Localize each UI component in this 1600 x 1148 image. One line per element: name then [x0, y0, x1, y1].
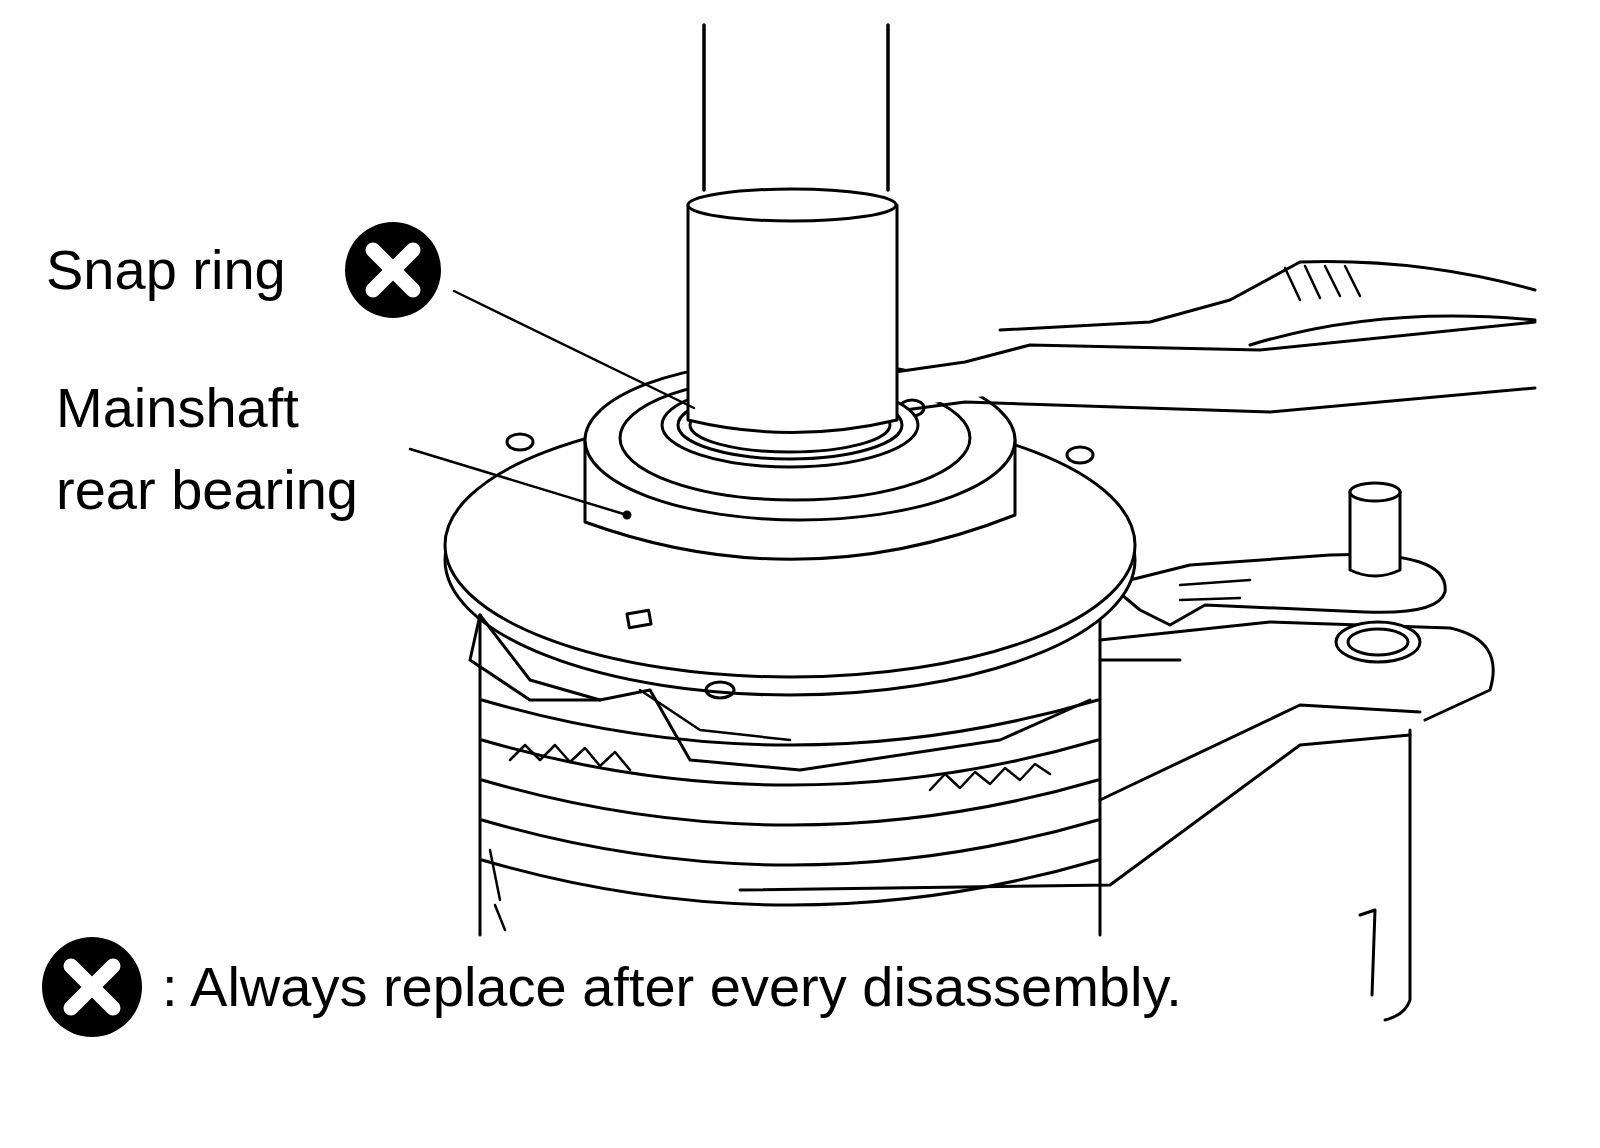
leader-line	[410, 449, 627, 515]
legend-entry-text: : Always replace after every disassembly…	[162, 955, 1182, 1018]
part-label: Mainshaft rear bearing	[56, 367, 376, 531]
shift-lever	[1110, 483, 1445, 662]
part-label-text: Mainshaft rear bearing	[56, 376, 358, 521]
part-label-text: Snap ring	[46, 238, 286, 301]
replace-symbol	[345, 222, 441, 318]
leader-dot	[624, 512, 630, 518]
legend-symbol	[42, 937, 142, 1037]
legend-entry: : Always replace after every disassembly…	[162, 946, 1182, 1028]
mainshaft	[688, 25, 897, 433]
leader-line	[454, 291, 694, 408]
snap-ring-pliers	[880, 262, 1535, 416]
part-label: Snap ring	[46, 229, 286, 311]
